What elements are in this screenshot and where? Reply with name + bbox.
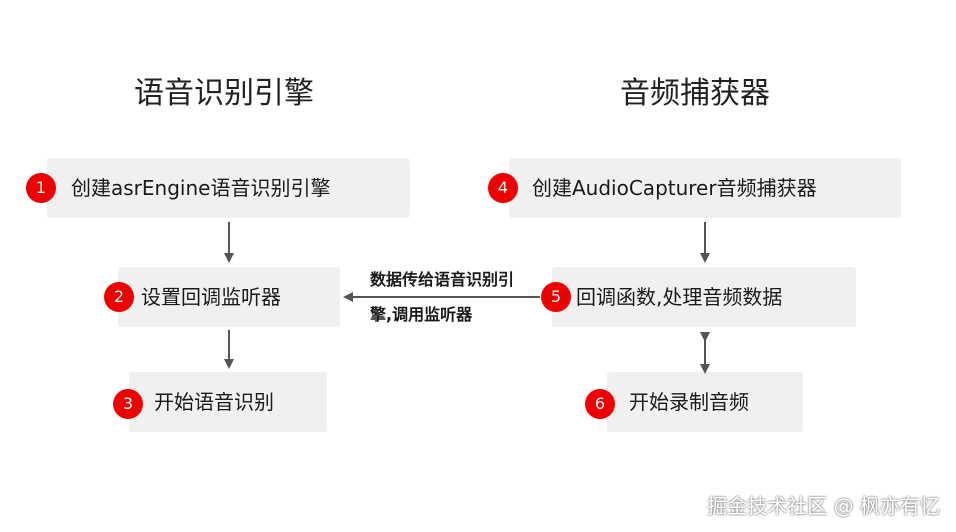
edge-label-line-1: 数据传给语音识别引 (370, 270, 515, 289)
step-box-4: 创建AudioCapturer音频捕获器 (509, 158, 901, 218)
step-box-3: 开始语音识别 (129, 372, 327, 432)
step-label-1: 创建asrEngine语音识别引擎 (71, 176, 331, 200)
step-badge-3: 3 (113, 389, 143, 419)
step-label-2: 设置回调监听器 (141, 285, 281, 309)
edge-label-line-2: 擎,调用监听器 (370, 305, 473, 324)
step-label-6: 开始录制音频 (629, 390, 749, 414)
step-box-2: 设置回调监听器 (118, 267, 340, 327)
step-box-1: 创建asrEngine语音识别引擎 (47, 158, 410, 218)
step-badge-6: 6 (585, 389, 615, 419)
diagram-heading-audio-capturer: 音频捕获器 (620, 76, 770, 111)
step-badge-1: 1 (26, 173, 56, 203)
step-label-5: 回调函数,处理音频数据 (576, 285, 783, 309)
step-badge-2: 2 (104, 282, 134, 312)
step-badge-4: 4 (488, 173, 518, 203)
watermark: 掘金技术社区 @ 枫亦有忆 (707, 494, 940, 518)
step-box-5: 回调函数,处理音频数据 (552, 267, 856, 327)
step-badge-5: 5 (541, 282, 571, 312)
step-box-6: 开始录制音频 (607, 372, 803, 432)
step-label-3: 开始语音识别 (154, 390, 274, 414)
diagram-heading-speech-engine: 语音识别引擎 (134, 76, 314, 111)
step-label-4: 创建AudioCapturer音频捕获器 (532, 176, 817, 200)
